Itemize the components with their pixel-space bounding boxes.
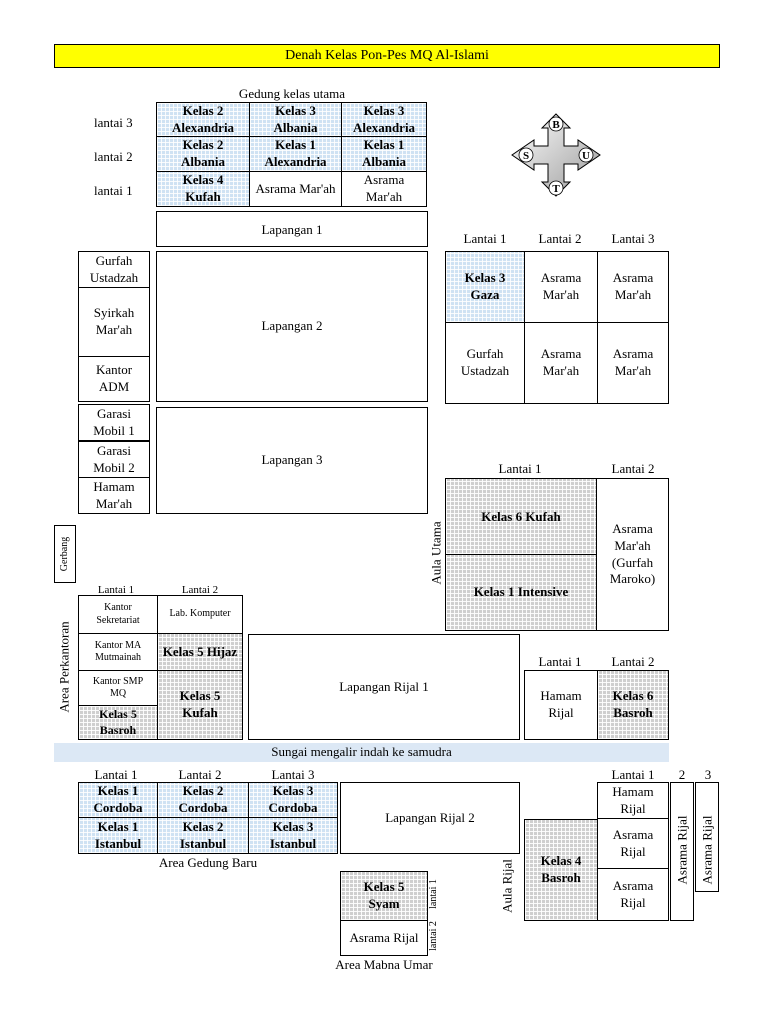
basroh-header-2: Lantai 2 bbox=[611, 654, 655, 669]
floor-label-3: lantai 3 bbox=[94, 115, 133, 130]
office-header-1: Lantai 1 bbox=[97, 584, 135, 596]
room-kelas1-intensive: Kelas 1 Intensive bbox=[445, 554, 597, 631]
room-garasi-mobil-2: Garasi Mobil 2 bbox=[78, 441, 150, 478]
room-kelas4-kufah: Kelas 4 Kufah bbox=[156, 171, 250, 207]
rijal-column-3-label: Asrama Rijal bbox=[699, 815, 715, 885]
new-building-label: Area Gedung Baru bbox=[158, 855, 258, 870]
room-kelas2-cordoba: Kelas 2 Cordoba bbox=[157, 782, 249, 818]
room-kelas2-istanbul: Kelas 2 Istanbul bbox=[157, 817, 249, 854]
room-hamam-rijal-1: Hamam Rijal bbox=[524, 670, 598, 740]
room-mabna-asrama-rijal: Asrama Rijal bbox=[340, 920, 428, 956]
rijal-header-3: 3 bbox=[704, 767, 712, 782]
office-header-2: Lantai 2 bbox=[181, 584, 219, 596]
floor-label-2: lantai 2 bbox=[94, 149, 133, 164]
room-asrama-marah-1: Asrama Mar'ah bbox=[249, 171, 342, 207]
room-kelas2-alexandria: Kelas 2 Alexandria bbox=[156, 102, 250, 137]
gate-box bbox=[54, 525, 76, 583]
room-kelas6-basroh: Kelas 6 Basroh bbox=[597, 670, 669, 740]
page-title-text: Denah Kelas Pon-Pes MQ Al-Islami bbox=[285, 47, 489, 63]
room-kantor-ma-mutmainah: Kantor MA Mutmainah bbox=[78, 633, 158, 671]
room-kelas1-cordoba: Kelas 1 Cordoba bbox=[78, 782, 158, 818]
room-kelas1-istanbul: Kelas 1 Istanbul bbox=[78, 817, 158, 854]
new-building-header-3: Lantai 3 bbox=[271, 767, 315, 782]
room-asrama-marah-maroko: Asrama Mar'ah (Gurfah Maroko) bbox=[596, 478, 669, 631]
room-gurfah-ustadzah: Gurfah Ustadzah bbox=[78, 251, 150, 288]
main-building-label: Gedung kelas utama bbox=[238, 86, 346, 101]
new-building-header-2: Lantai 2 bbox=[178, 767, 222, 782]
room-kelas3-cordoba: Kelas 3 Cordoba bbox=[248, 782, 338, 818]
gaza-header-1: Lantai 1 bbox=[463, 231, 507, 246]
rijal-column-3 bbox=[695, 782, 719, 892]
aula-utama-header-2: Lantai 2 bbox=[611, 461, 655, 476]
gaza-header-2: Lantai 2 bbox=[538, 231, 582, 246]
new-building-header-1: Lantai 1 bbox=[94, 767, 138, 782]
office-area-label: Area Perkantoran bbox=[56, 621, 72, 713]
rijal-header-2: 2 bbox=[678, 767, 686, 782]
room-hamam-rijal-2: Hamam Rijal bbox=[597, 782, 669, 819]
room-gaza-asrama-3: Asrama Mar'ah bbox=[524, 322, 598, 404]
field-lapangan-rijal-2: Lapangan Rijal 2 bbox=[340, 782, 520, 854]
aula-rijal-label: Aula Rijal bbox=[499, 859, 515, 913]
room-kantor-smp-mq: Kantor SMP MQ bbox=[78, 670, 158, 706]
mabna-floor-1-label: lantai 1 bbox=[428, 879, 439, 909]
gaza-header-3: Lantai 3 bbox=[611, 231, 655, 246]
basroh-header-1: Lantai 1 bbox=[538, 654, 582, 669]
room-asrama-rijal-2: Asrama Rijal bbox=[597, 868, 669, 921]
room-kelas5-syam: Kelas 5 Syam bbox=[340, 871, 428, 921]
compass-north-label: B bbox=[552, 119, 560, 131]
field-lapangan-1: Lapangan 1 bbox=[156, 211, 428, 247]
compass-south-label: T bbox=[552, 183, 560, 195]
room-kelas3-gaza: Kelas 3 Gaza bbox=[445, 251, 525, 323]
room-kelas3-istanbul: Kelas 3 Istanbul bbox=[248, 817, 338, 854]
room-hamam-marah: Hamam Mar'ah bbox=[78, 477, 150, 514]
room-kelas4-basroh: Kelas 4 Basroh bbox=[524, 819, 598, 921]
room-gaza-gurfah-ustadzah: Gurfah Ustadzah bbox=[445, 322, 525, 404]
compass-east-label: U bbox=[582, 150, 590, 162]
room-asrama-rijal-1: Asrama Rijal bbox=[597, 818, 669, 869]
room-kelas1-albania: Kelas 1 Albania bbox=[341, 136, 427, 172]
gate-label: Gerbang bbox=[59, 536, 70, 572]
room-kelas3-albania: Kelas 3 Albania bbox=[249, 102, 342, 137]
mabna-umar-label: Area Mabna Umar bbox=[335, 957, 433, 972]
rijal-header-1: Lantai 1 bbox=[611, 767, 655, 782]
room-kantor-adm: Kantor ADM bbox=[78, 356, 150, 402]
rijal-column-2-label: Asrama Rijal bbox=[674, 815, 690, 885]
river-label: Sungai mengalir indah ke samudra bbox=[271, 744, 452, 760]
rijal-column-2 bbox=[670, 782, 694, 921]
aula-utama-label: Aula Utama bbox=[428, 521, 444, 585]
room-syirkah-marah: Syirkah Mar'ah bbox=[78, 287, 150, 357]
room-kantor-sekretariat: Kantor Sekretariat bbox=[78, 595, 158, 634]
room-lab-komputer: Lab. Komputer bbox=[157, 595, 243, 634]
field-lapangan-3: Lapangan 3 bbox=[156, 407, 428, 514]
river-band: Sungai mengalir indah ke samudra bbox=[54, 743, 669, 762]
mabna-floor-2-label: lantai 2 bbox=[428, 921, 439, 951]
room-kelas5-basroh: Kelas 5 Basroh bbox=[78, 705, 158, 740]
room-kelas5-hijaz: Kelas 5 Hijaz bbox=[157, 633, 243, 671]
room-kelas2-albania: Kelas 2 Albania bbox=[156, 136, 250, 172]
room-asrama-marah-2: Asrama Mar'ah bbox=[341, 171, 427, 207]
room-kelas6-kufah: Kelas 6 Kufah bbox=[445, 478, 597, 555]
room-gaza-asrama-1: Asrama Mar'ah bbox=[524, 251, 598, 323]
page-title: Denah Kelas Pon-Pes MQ Al-Islami bbox=[54, 44, 720, 68]
room-kelas1-alexandria: Kelas 1 Alexandria bbox=[249, 136, 342, 172]
room-gaza-asrama-4: Asrama Mar'ah bbox=[597, 322, 669, 404]
room-garasi-mobil-1: Garasi Mobil 1 bbox=[78, 404, 150, 441]
room-gaza-asrama-2: Asrama Mar'ah bbox=[597, 251, 669, 323]
field-lapangan-2: Lapangan 2 bbox=[156, 251, 428, 402]
compass-west-label: S bbox=[523, 150, 529, 162]
field-lapangan-rijal-1: Lapangan Rijal 1 bbox=[248, 634, 520, 740]
room-kelas3-alexandria: Kelas 3 Alexandria bbox=[341, 102, 427, 137]
floor-label-1: lantai 1 bbox=[94, 183, 133, 198]
compass-icon: B S U T bbox=[511, 113, 601, 197]
aula-utama-header-1: Lantai 1 bbox=[498, 461, 542, 476]
room-kelas5-kufah: Kelas 5 Kufah bbox=[157, 670, 243, 740]
